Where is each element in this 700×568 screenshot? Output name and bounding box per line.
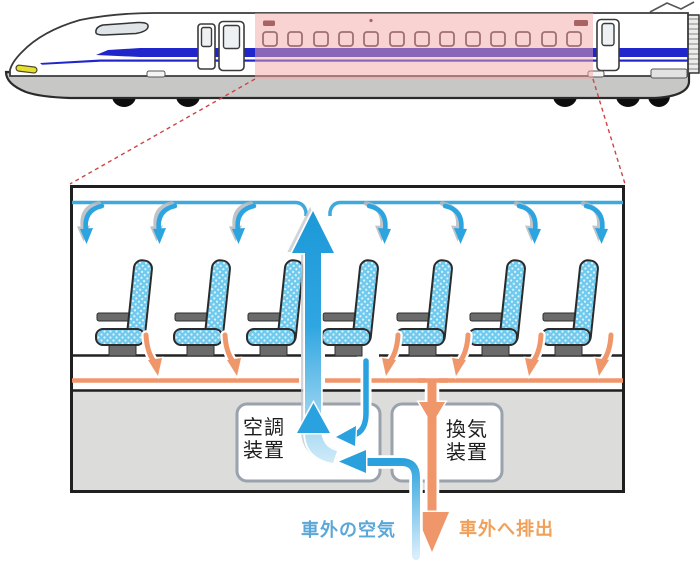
callout-dashed-lines [69, 78, 626, 185]
highlighted-cabin-section [255, 13, 593, 79]
ceiling-duct-line [72, 200, 623, 216]
cab-window [95, 21, 149, 36]
train-illustration [4, 1, 700, 107]
supply-riser-arrow [287, 206, 339, 465]
pantograph-icon [649, 1, 695, 13]
outside-air-intake-arrow [335, 447, 423, 563]
headlight [15, 64, 38, 74]
ac-unit-label: 空調 装置 [243, 417, 285, 462]
vent-unit-label: 換気 装置 [446, 419, 488, 464]
cabin-cross-section [70, 185, 625, 563]
car-body-outline [70, 185, 625, 493]
exhaust-out-label: 車外へ排出 [459, 519, 554, 539]
return-air-arrow [333, 355, 372, 448]
ceiling-supply-arrows [77, 204, 608, 245]
exhaust-pipe-arrow [412, 373, 452, 556]
passenger-seats [95, 258, 600, 357]
outside-air-label: 車外の空気 [301, 520, 396, 540]
train-doors [197, 18, 620, 72]
vent-unit-box [390, 402, 504, 483]
